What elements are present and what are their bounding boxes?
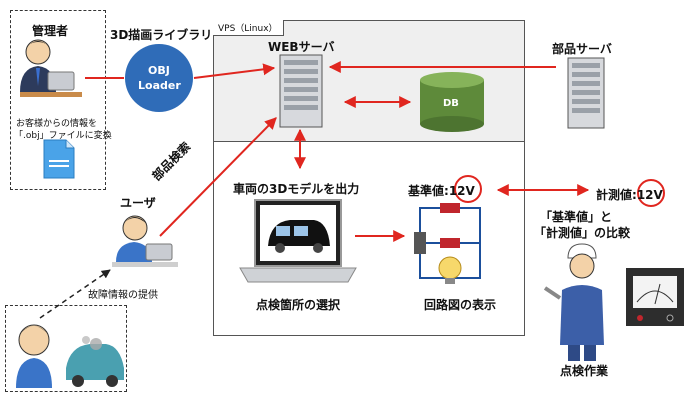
admin-note-line2: 「.obj」ファイルに変換 — [14, 131, 112, 141]
obj-loader-line1: OBJ — [148, 64, 170, 77]
arrow-loader-to-web — [193, 63, 276, 79]
measurement-value: 12V — [636, 188, 663, 202]
user-person-icon — [112, 215, 178, 267]
obj-loader-circle — [125, 44, 193, 112]
reference-value-label: 基準値:12V — [408, 184, 475, 198]
circuit-display-label: 回路図の表示 — [424, 298, 497, 312]
fault-info-label: 故障情報の提供 — [88, 290, 158, 301]
compare-line2: 「計測値」の比較 — [534, 226, 631, 240]
user-title: ユーザ — [120, 196, 156, 210]
library-title: 3D描画ライブラリ — [110, 28, 213, 42]
arrow-user-to-web — [159, 117, 277, 237]
parts-server-title: 部品サーバ — [552, 42, 612, 56]
customer-box — [5, 305, 127, 392]
web-server-icon — [279, 54, 323, 128]
reference-highlight-circle — [454, 175, 482, 203]
obj-file-icon — [43, 139, 75, 179]
admin-title: 管理者 — [32, 24, 69, 38]
obj-loader-line2: Loader — [138, 79, 181, 92]
laptop-car-icon — [239, 199, 357, 283]
reference-value: 12V — [448, 184, 475, 198]
parts-server-icon — [567, 57, 605, 129]
compare-line1: 「基準値」と — [540, 210, 613, 224]
vps-tag: VPS（Linux） — [213, 20, 284, 36]
circuit-diagram-icon — [414, 203, 481, 284]
measurement-title: 計測値 — [596, 188, 633, 202]
inspection-point-select: 点検箇所の選択 — [256, 298, 341, 312]
db-cylinder-icon — [420, 72, 484, 132]
customer-car-icon — [16, 324, 124, 388]
reference-label: 基準値 — [408, 184, 445, 198]
measurement-label: 計測値:12V — [596, 188, 663, 202]
admin-person-icon — [20, 39, 82, 97]
model-output-title: 車両の3Dモデルを出力 — [233, 182, 360, 196]
meter-icon — [626, 268, 684, 326]
admin-box — [10, 10, 106, 190]
inspection-title: 点検作業 — [560, 364, 609, 378]
db-label: DB — [443, 98, 459, 109]
inspector-icon — [543, 243, 604, 361]
measurement-highlight-circle — [637, 179, 665, 207]
admin-note-line1: お客様からの情報を — [16, 119, 98, 129]
web-server-title: WEBサーバ — [268, 40, 335, 54]
